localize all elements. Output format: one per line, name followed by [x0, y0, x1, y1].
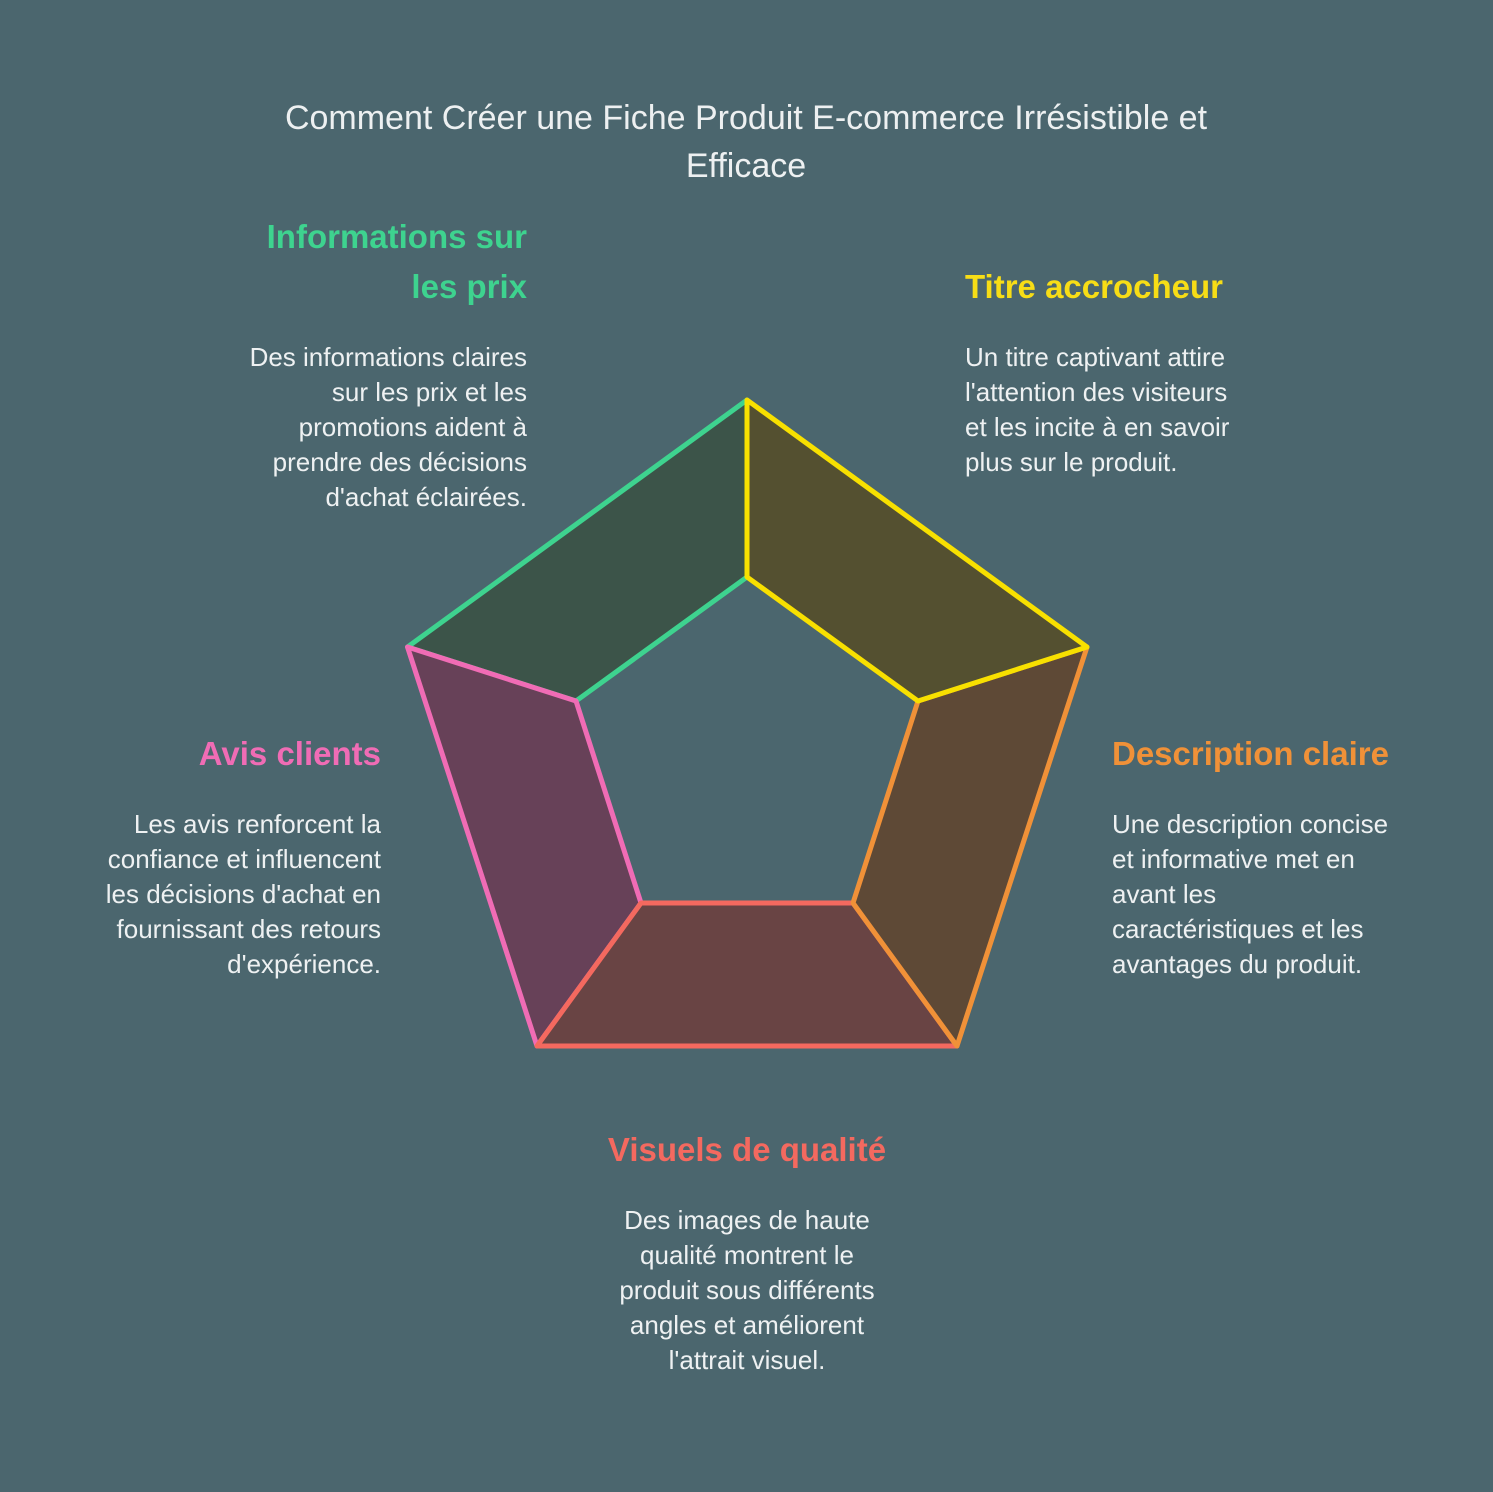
section-reviews: Avis clients Les avis renforcent la conf…: [16, 729, 381, 982]
section-description: Description claire Une description conci…: [1112, 729, 1477, 982]
section-title-hook-body: Un titre captivant attire l'attention de…: [965, 342, 1230, 477]
section-visuals-body: Des images de haute qualité montrent le …: [619, 1205, 875, 1375]
section-title-hook-heading: Titre accrocheur: [965, 268, 1224, 305]
section-pricing-body: Des informations claires sur les prix et…: [249, 342, 527, 512]
page-title: Comment Créer une Fiche Produit E-commer…: [284, 99, 1208, 185]
section-description-heading: Description claire: [1112, 735, 1389, 772]
section-visuals-heading: Visuels de qualité: [607, 1131, 887, 1168]
section-description-body: Une description concise et informative m…: [1112, 809, 1389, 979]
pentagon-segment-title-hook: [744, 397, 1090, 704]
section-reviews-heading: Avis clients: [198, 735, 381, 772]
section-visuals: Visuels de qualité Des images de haute q…: [517, 1125, 977, 1378]
section-pricing-info: Informations sur les prix Des informatio…: [167, 212, 527, 515]
section-reviews-body: Les avis renforcent la confiance et infl…: [105, 809, 381, 979]
section-pricing-heading: Informations sur les prix: [266, 218, 527, 305]
section-title-hook: Titre accrocheur Un titre captivant atti…: [965, 262, 1325, 480]
